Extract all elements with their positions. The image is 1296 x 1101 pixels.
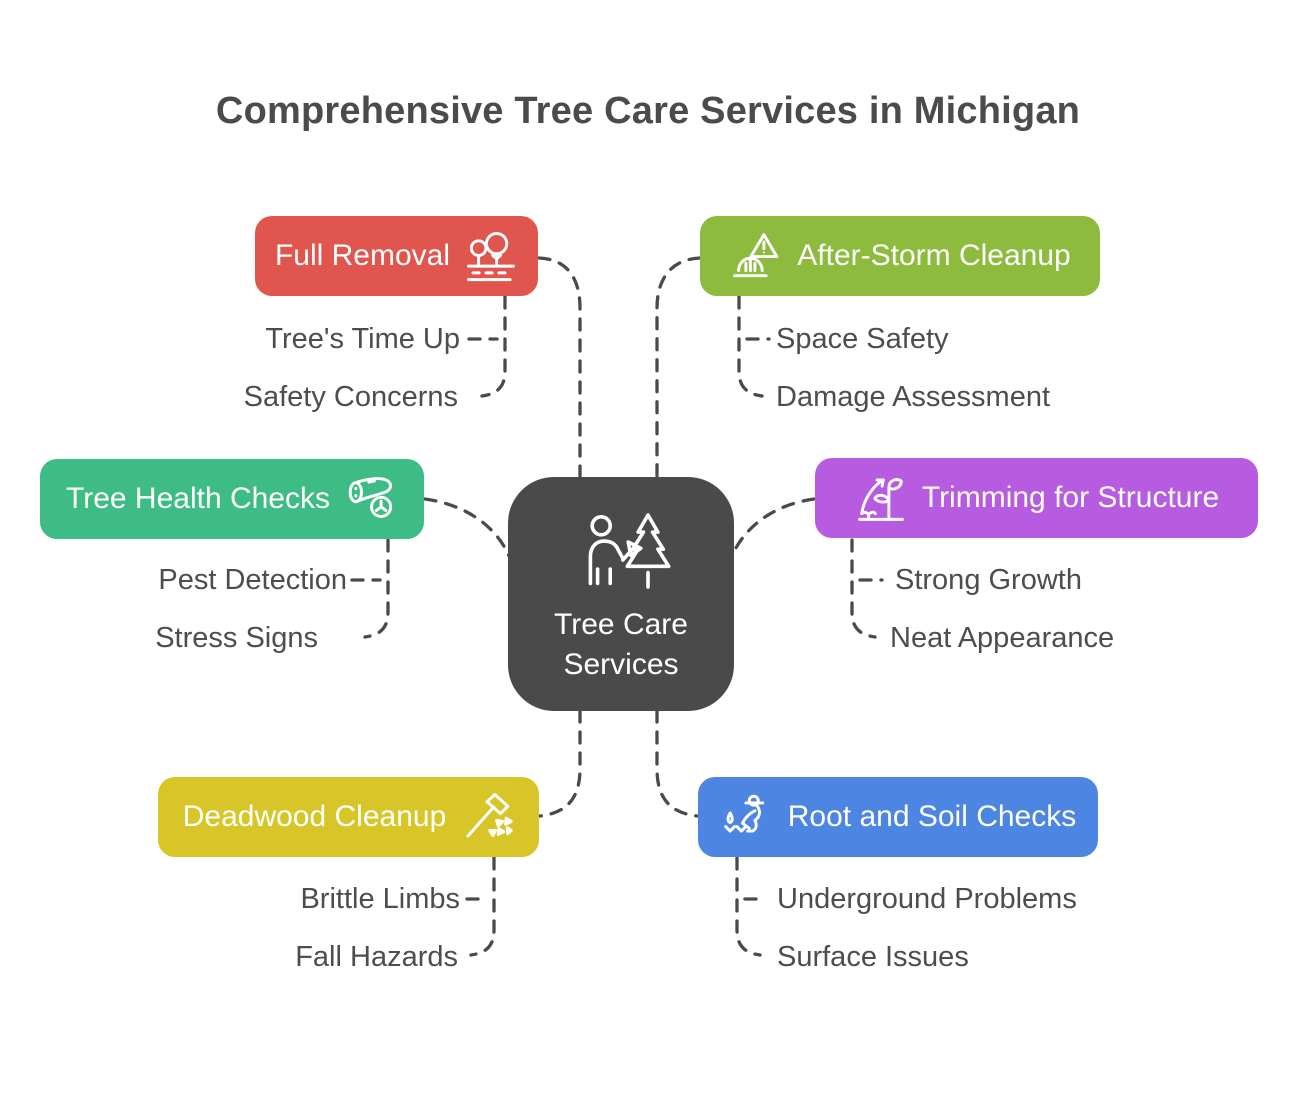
branch-label: After-Storm Cleanup [797, 239, 1071, 272]
growth-arrow-plant-icon [854, 471, 908, 525]
axe-wood-chips-icon [460, 790, 514, 844]
branch-deadwood-cleanup: Deadwood Cleanup [158, 777, 539, 857]
branch-label: Root and Soil Checks [787, 800, 1077, 833]
tree-removal-icon [464, 229, 518, 283]
branch-tree-health-checks: Tree Health Checks [40, 459, 424, 539]
storm-warning-icon [729, 229, 783, 283]
sub-label-pest-detection: Pest Detection [158, 564, 347, 596]
branch-label: Trimming for Structure [921, 481, 1220, 514]
sub-label-brittle-limbs: Brittle Limbs [300, 883, 460, 915]
sub-label-fall-hazards: Fall Hazards [295, 941, 458, 973]
branch-trimming-for-structure: Trimming for Structure [815, 458, 1258, 538]
sub-label-trees-time-up: Tree's Time Up [265, 323, 460, 355]
sub-label-space-safety: Space Safety [776, 323, 949, 355]
sub-label-stress-signs: Stress Signs [155, 622, 318, 654]
branch-root-and-soil-checks: Root and Soil Checks [698, 777, 1098, 857]
gardener-soil-icon [720, 790, 774, 844]
branch-label: Deadwood Cleanup [182, 800, 447, 833]
sub-label-underground-problems: Underground Problems [777, 883, 1077, 915]
page-title: Comprehensive Tree Care Services in Mich… [215, 90, 1081, 132]
branch-label: Tree Health Checks [66, 482, 330, 515]
center-node-label: Tree Care Services [554, 607, 688, 681]
log-inspection-icon [344, 472, 398, 526]
branch-after-storm-cleanup: After-Storm Cleanup [700, 216, 1100, 296]
branch-full-removal: Full Removal [255, 216, 538, 296]
sub-label-neat-appearance: Neat Appearance [890, 622, 1115, 654]
branch-label: Full Removal [274, 239, 451, 272]
center-node: Tree Care Services [508, 477, 734, 711]
sub-label-strong-growth: Strong Growth [895, 564, 1082, 596]
sub-label-safety-concerns: Safety Concerns [243, 381, 458, 413]
arborist-with-pine-tree-icon [567, 504, 675, 603]
sub-label-damage-assessment: Damage Assessment [776, 381, 1051, 413]
sub-label-surface-issues: Surface Issues [777, 941, 969, 973]
